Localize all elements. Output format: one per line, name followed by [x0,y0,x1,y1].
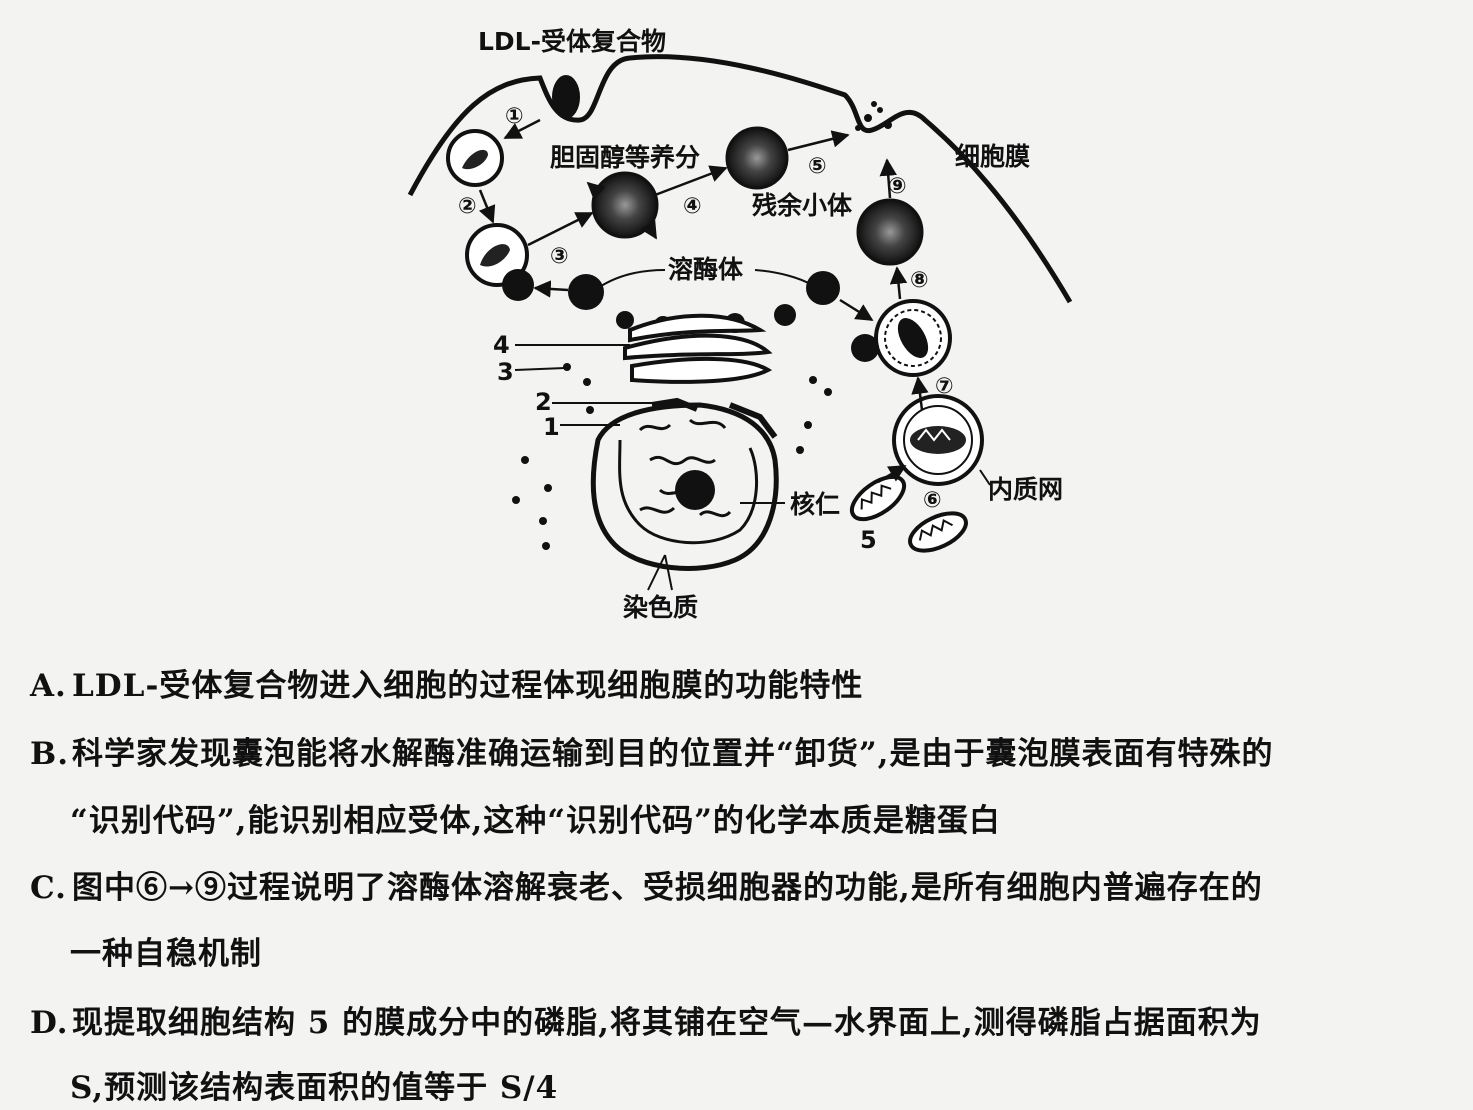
lysosomes [568,271,840,334]
cell-diagram: LDL-受体复合物 胆固醇等养分 细胞膜 残余小体 溶酶体 核仁 内质网 染色质… [407,27,1073,622]
option-d: D.现提取细胞结构 5 的膜成分中的磷脂,将其铺在空气—水界面上,测得磷脂占据面… [30,997,1262,1042]
structure-4: 4 [493,331,510,359]
option-d-line1: 现提取细胞结构 5 的膜成分中的磷脂,将其铺在空气—水界面上,测得磷脂占据面积为 [72,1005,1262,1041]
option-c-line1: 图中⑥→⑨过程说明了溶酶体溶解衰老、受损细胞器的功能,是所有细胞内普遍存在的 [72,870,1263,906]
step-3: ③ [550,244,569,269]
step-2: ② [458,194,477,219]
ribosome-dots [512,363,832,550]
option-a: A.LDL-受体复合物进入细胞的过程体现细胞膜的功能特性 [30,660,863,705]
exocytosis-fragments [855,101,892,131]
structure-3: 3 [497,358,514,386]
pathway-arrows [478,118,929,484]
option-a-text: LDL-受体复合物进入细胞的过程体现细胞膜的功能特性 [72,668,864,704]
label-er: 内质网 [988,475,1063,504]
label-nucleolus: 核仁 [790,490,840,519]
option-b: B.科学家发现囊泡能将水解酶准确运输到目的位置并“卸货”,是由于囊泡膜表面有特殊… [30,728,1273,773]
step-6: ⑥ [923,488,942,513]
golgi-apparatus [623,313,773,384]
label-leaders [514,269,991,591]
step-7: ⑦ [935,374,954,399]
option-d-line2: S,预测该结构表面积的值等于 S/4 [70,1070,559,1106]
step-9: ⑨ [888,174,907,199]
structure-2: 2 [535,388,552,416]
digestive-vesicle [591,171,659,239]
structure-5: 5 [860,526,877,554]
label-cholesterol: 胆固醇等养分 [550,143,700,172]
structure-1: 1 [543,413,560,441]
step-5: ⑤ [808,154,827,179]
ldl-complex-particle [552,75,580,119]
mitochondrion [849,474,907,522]
label-residual-body: 残余小体 [752,191,853,220]
option-c: C.图中⑥→⑨过程说明了溶酶体溶解衰老、受损细胞器的功能,是所有细胞内普遍存在的 [30,862,1263,907]
autophagy-residual-body [856,198,924,266]
label-chromatin: 染色质 [623,593,698,622]
endocytic-vesicle [446,129,504,187]
step-1: ① [505,104,524,129]
autolysosome [851,299,952,377]
option-d-letter: D. [30,1005,69,1041]
option-c-line2: 一种自稳机制 [70,936,262,972]
step-4: ④ [683,194,702,219]
step-8: ⑧ [910,268,929,293]
mitochondrion-2 [908,511,968,553]
option-b-letter: B. [30,736,69,772]
cell-membrane-line [407,54,1073,304]
label-cell-membrane: 细胞膜 [955,142,1030,171]
option-b-line1: 科学家发现囊泡能将水解酶准确运输到目的位置并“卸货”,是由于囊泡膜表面有特殊的 [72,736,1274,772]
residual-body [725,126,789,190]
label-ldl-complex: LDL-受体复合物 [478,27,666,56]
option-a-letter: A. [30,668,67,704]
label-lysosome: 溶酶体 [668,255,744,284]
nucleolus [675,470,715,510]
endosome [465,223,534,301]
autophagosome [892,394,984,486]
option-c-letter: C. [30,870,67,906]
option-b-line2: “识别代码”,能识别相应受体,这种“识别代码”的化学本质是糖蛋白 [70,803,1001,839]
